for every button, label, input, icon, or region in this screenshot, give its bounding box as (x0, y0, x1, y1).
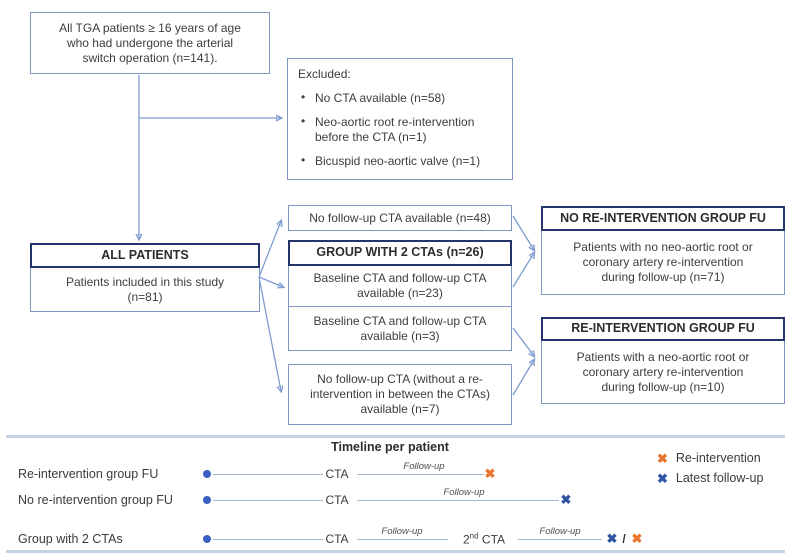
group-2ctas-section-n3: Baseline CTA and follow-up CTA available… (288, 306, 512, 351)
slash-separator: / (622, 532, 626, 546)
latest-followup-x-icon: ✖ (657, 470, 668, 486)
connector-n23-to-noreint (512, 253, 534, 288)
top-population-box: All TGA patients ≥ 16 years of age who h… (30, 12, 270, 74)
connector-allpatients-to-n7 (258, 276, 281, 391)
legend-label: Re-intervention (675, 451, 761, 465)
timeline-line (357, 539, 448, 540)
excluded-item: Bicuspid neo-aortic valve (n=1) (298, 153, 502, 169)
legend-label: Latest follow-up (675, 471, 764, 485)
timeline-start-dot-icon (203, 470, 211, 478)
timeline-start-dot-icon (203, 496, 211, 504)
cta-label: CTA (325, 467, 349, 481)
second-cta-label: 2nd CTA (462, 531, 506, 547)
excluded-item: Neo-aortic root re-intervention before t… (298, 114, 502, 145)
connector-allpatients-to-group (258, 276, 283, 287)
reintervention-x-icon: ✖ (657, 450, 668, 466)
reintervention-group-body: Patients with a neo-aortic root or coron… (541, 340, 785, 404)
no-reintervention-group-body: Patients with no neo-aortic root or coro… (541, 230, 785, 295)
no-followup-cta-box: No follow-up CTA available (n=48) (288, 205, 512, 231)
all-patients-body: Patients included in this study (n=81) (30, 267, 260, 312)
timeline-row-reintervention-group: Re-intervention group FU CTA Follow-up ✖ (0, 461, 791, 484)
latest-followup-x-icon: ✖ (560, 492, 572, 508)
connector-n7-to-reint (512, 360, 534, 396)
timeline-title: Timeline per patient (331, 440, 449, 454)
no-followup-reintervention-box: No follow-up CTA (without a re- interven… (288, 364, 512, 425)
all-patients-header: ALL PATIENTS (30, 243, 260, 268)
connector-n48-to-noreint (512, 215, 534, 250)
reintervention-group-header: RE-INTERVENTION GROUP FU (541, 317, 785, 341)
connector-n3-to-reint (512, 327, 534, 356)
excluded-box: Excluded: No CTA available (n=58) Neo-ao… (287, 58, 513, 180)
timeline-line (357, 500, 559, 501)
no-reintervention-group-header: NO RE-INTERVENTION GROUP FU (541, 206, 785, 231)
timeline-row-label: Re-intervention group FU (18, 467, 159, 481)
excluded-title: Excluded: (298, 67, 351, 81)
timeline-line (213, 474, 323, 475)
divider-top (6, 435, 785, 438)
connector-allpatients-to-n48 (258, 221, 281, 278)
legend-reintervention: ✖ Re-intervention (657, 448, 761, 468)
timeline-row-group-2ctas: Group with 2 CTAs CTA Follow-up 2nd CTA … (0, 526, 791, 549)
timeline-row-label: Group with 2 CTAs (18, 532, 123, 546)
legend-latest-followup: ✖ Latest follow-up (657, 468, 763, 488)
cta-label: CTA (325, 493, 349, 507)
group-2ctas-header: GROUP WITH 2 CTAs (n=26) (288, 240, 512, 266)
group-2ctas-section-n23: Baseline CTA and follow-up CTA available… (288, 265, 512, 307)
followup-label: Follow-up (443, 487, 485, 498)
excluded-item: No CTA available (n=58) (298, 90, 502, 106)
timeline-line (213, 500, 323, 501)
divider-bottom (6, 550, 785, 553)
followup-label: Follow-up (539, 526, 581, 537)
timeline-row-no-reintervention-group: No re-intervention group FU CTA Follow-u… (0, 487, 791, 510)
excluded-list: No CTA available (n=58) Neo-aortic root … (298, 90, 502, 169)
timeline-line (518, 539, 602, 540)
followup-label: Follow-up (381, 526, 423, 537)
cta-label: CTA (325, 532, 349, 546)
timeline-row-label: No re-intervention group FU (18, 493, 173, 507)
timeline-line (357, 474, 484, 475)
timeline-start-dot-icon (203, 535, 211, 543)
reintervention-x-icon: ✖ (631, 531, 643, 547)
reintervention-x-icon: ✖ (484, 466, 496, 482)
timeline-line (213, 539, 323, 540)
followup-label: Follow-up (403, 461, 445, 472)
latest-followup-x-icon: ✖ (606, 531, 618, 547)
